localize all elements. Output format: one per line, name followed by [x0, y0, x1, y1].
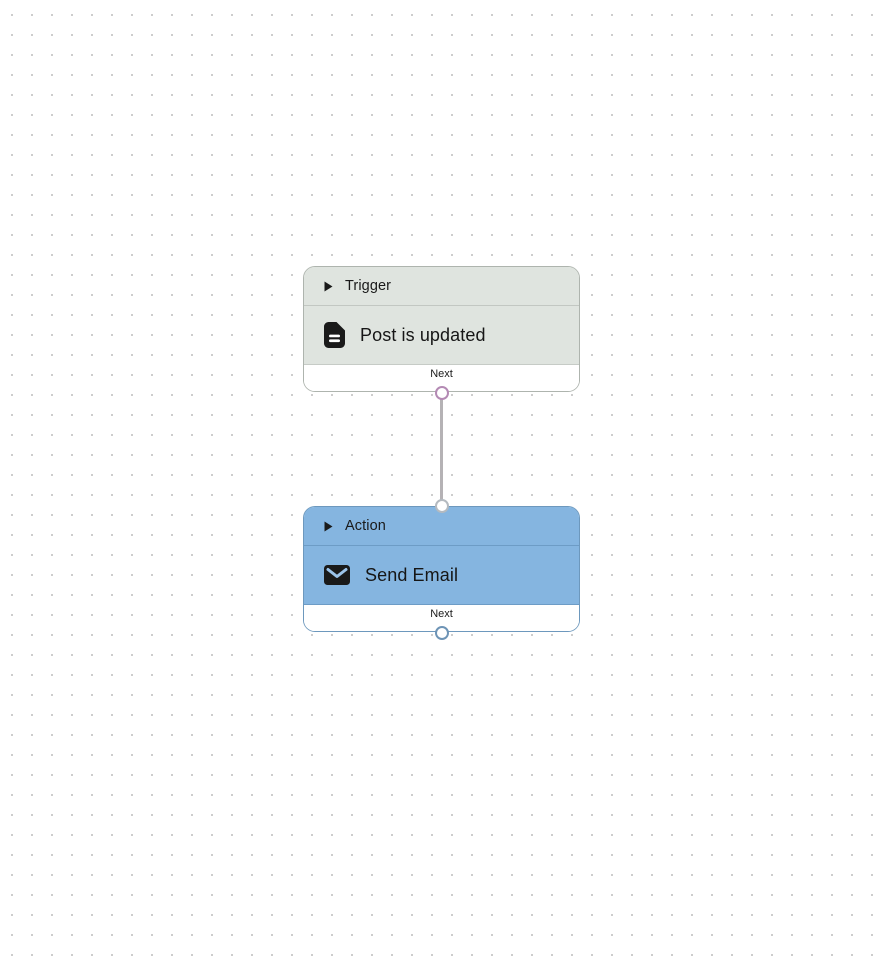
disclosure-triangle-icon[interactable] [324, 521, 333, 532]
action-node[interactable]: Action Send Email Next [303, 499, 580, 640]
disclosure-triangle-icon[interactable] [324, 281, 333, 292]
action-node-body[interactable]: Send Email [304, 546, 579, 605]
document-icon [324, 322, 345, 348]
node-title: Post is updated [360, 324, 486, 345]
trigger-node-body[interactable]: Post is updated [304, 306, 579, 365]
action-output-port[interactable] [434, 626, 449, 640]
next-label: Next [430, 608, 453, 620]
trigger-output-port[interactable] [434, 386, 449, 400]
next-label: Next [430, 368, 453, 380]
node-type-label: Trigger [345, 278, 392, 294]
trigger-node-header[interactable]: Trigger [304, 267, 579, 306]
mail-icon [324, 565, 350, 585]
connection-line [439, 392, 443, 508]
trigger-node[interactable]: Trigger Post is updated Next [303, 266, 580, 400]
action-node-header[interactable]: Action [304, 507, 579, 546]
node-title: Send Email [365, 564, 459, 585]
node-type-label: Action [345, 518, 386, 534]
action-input-port[interactable] [434, 499, 449, 513]
